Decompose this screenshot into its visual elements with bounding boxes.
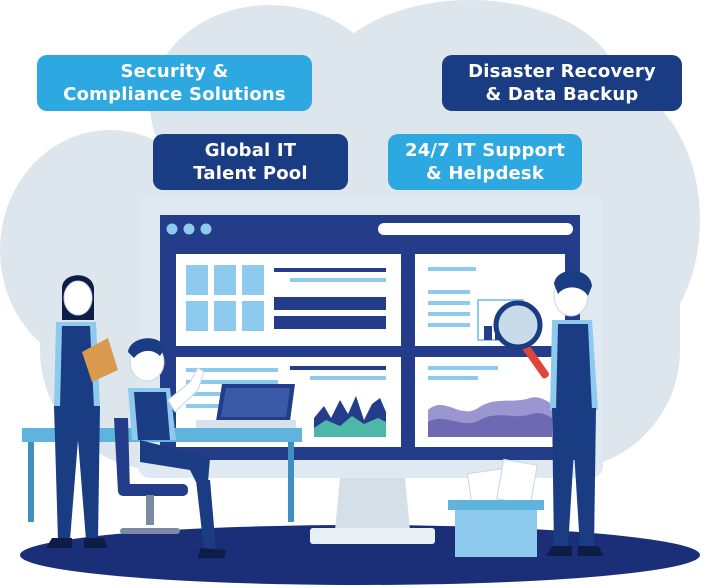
office-chair (114, 418, 188, 534)
badge-support-line1: 24/7 IT Support (404, 140, 566, 161)
clipboard-icon (82, 338, 118, 382)
badge-it-support: 24/7 IT Support & Helpdesk (388, 134, 582, 190)
window-dot-icon (183, 223, 195, 235)
window-dot-icon (166, 223, 178, 235)
dashboard-panel-analysis (415, 254, 565, 346)
standing-person-clipboard (46, 275, 118, 548)
dashboard-panel-waves (415, 357, 565, 447)
badge-global-line2: Talent Pool (193, 163, 308, 184)
badge-disaster-recovery: Disaster Recovery & Data Backup (442, 55, 682, 111)
badge-global-line1: Global IT (204, 140, 297, 161)
dashboard-panel-grid (176, 254, 401, 346)
badge-security-line1: Security & (120, 61, 229, 82)
file-boxes (448, 458, 544, 557)
window-dot-icon (200, 223, 212, 235)
badge-global-talent: Global IT Talent Pool (153, 134, 348, 190)
badge-disaster-line1: Disaster Recovery (468, 61, 656, 82)
badge-security-line2: Compliance Solutions (63, 84, 286, 105)
address-bar (378, 223, 573, 235)
magnifier-icon (493, 300, 550, 379)
seated-person (128, 338, 226, 558)
wave-chart-dark (428, 413, 552, 437)
badge-security-compliance: Security & Compliance Solutions (37, 55, 312, 111)
standing-person-magnifier (493, 270, 604, 556)
badge-support-line2: & Helpdesk (425, 163, 545, 184)
badge-disaster-line2: & Data Backup (485, 84, 639, 105)
monitor-stand (335, 478, 410, 530)
area-chart-teal (314, 416, 386, 437)
